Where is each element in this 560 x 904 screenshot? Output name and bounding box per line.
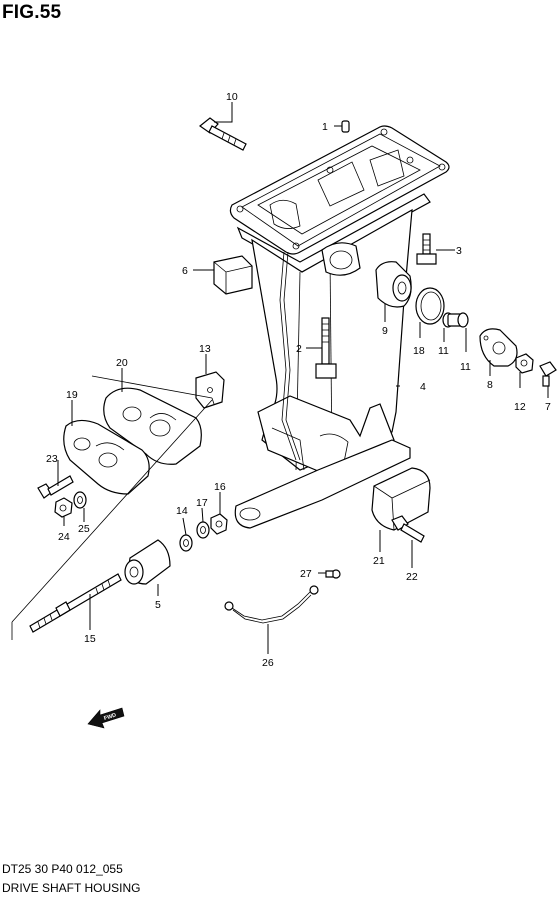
part-1-pin — [341, 120, 350, 133]
diagram-caption: DRIVE SHAFT HOUSING — [2, 881, 141, 895]
callout-19: 19 — [66, 389, 78, 401]
callout-7: 7 — [545, 401, 551, 413]
callout-12: 12 — [514, 401, 526, 413]
part-3-bolt — [416, 233, 437, 265]
model-code: DT25 30 P40 012_055 — [2, 862, 123, 876]
part-6-rubber-mount — [213, 255, 253, 295]
forward-direction-arrow: FWD — [87, 707, 125, 729]
part-13-clip — [195, 371, 225, 409]
callout-10: 10 — [226, 91, 238, 103]
callout-22: 22 — [406, 571, 418, 583]
part-12-nut — [515, 353, 534, 374]
callout-25: 25 — [78, 523, 90, 535]
callout-4: 4 — [420, 381, 426, 393]
part-22-bolt — [391, 515, 425, 543]
part-24-nut — [54, 497, 73, 518]
callout-labels: 1 2 3 4 5 6 7 8 9 10 11 11 12 13 14 15 1… — [46, 91, 551, 669]
callout-3: 3 — [456, 245, 462, 257]
callout-8: 8 — [487, 379, 493, 391]
part-25-washer — [73, 491, 87, 509]
part-27-screw — [325, 569, 341, 579]
part-9-bushing — [375, 261, 412, 308]
part-11-spacer — [442, 312, 469, 328]
callout-2: 2 — [296, 343, 302, 355]
part-20-mount-bracket — [103, 387, 202, 465]
callout-5: 5 — [155, 599, 161, 611]
part-5-mount-rubber — [124, 539, 171, 585]
part-23-bolt — [37, 475, 74, 499]
part-16-nut — [210, 513, 228, 535]
callout-24: 24 — [58, 531, 70, 543]
callout-9: 9 — [382, 325, 388, 337]
part-21-lower-mount — [371, 467, 431, 531]
callout-27: 27 — [300, 568, 312, 580]
callout-21: 21 — [373, 555, 385, 567]
callout-26: 26 — [262, 657, 274, 669]
callout-1: 1 — [322, 121, 328, 133]
part-7-screw — [539, 361, 557, 387]
callout-11-lower: 11 — [460, 361, 471, 373]
callout-20: 20 — [116, 357, 128, 369]
callout-11-upper: 11 — [438, 345, 449, 357]
callout-13: 13 — [199, 343, 211, 355]
callout-18: 18 — [413, 345, 425, 357]
figure-title: FIG.55 — [2, 2, 62, 23]
leader-lines — [57, 102, 549, 654]
part-19-mount-bracket — [63, 419, 150, 495]
callout-15: 15 — [84, 633, 96, 645]
callout-6: 6 — [182, 265, 188, 277]
part-18-o-ring — [415, 287, 445, 325]
subassembly-outline — [11, 375, 215, 640]
part-15-stud-bolt — [29, 573, 122, 633]
drive-shaft-housing-part — [229, 125, 450, 529]
callout-16: 16 — [214, 481, 226, 493]
part-10-bolt — [198, 117, 247, 151]
part-2-bolt — [315, 317, 337, 379]
callout-14: 14 — [176, 505, 188, 517]
callout-17: 17 — [196, 497, 208, 509]
part-14-washer — [179, 534, 193, 552]
callout-23: 23 — [46, 453, 58, 465]
fwd-label: FWD — [103, 713, 117, 723]
part-8-cover-plate — [479, 328, 518, 367]
part-17-washer — [196, 521, 210, 539]
part-26-ground-wire — [224, 585, 319, 624]
